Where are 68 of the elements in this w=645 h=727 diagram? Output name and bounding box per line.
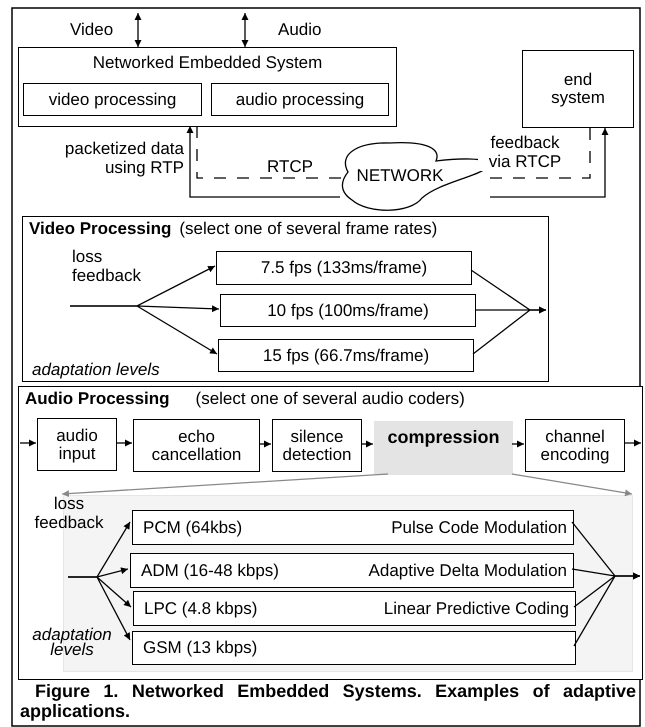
text-label: Video bbox=[70, 21, 114, 40]
system-box bbox=[18, 47, 397, 127]
panel-heading: Video Processing bbox=[29, 219, 172, 238]
node-label: PCM (64kbs) bbox=[143, 518, 242, 536]
arrow bbox=[134, 13, 142, 47]
process-box bbox=[211, 83, 389, 116]
node-label: silence detection bbox=[282, 428, 352, 464]
node-label: 7.5 fps (133ms/frame) bbox=[260, 259, 428, 277]
panel bbox=[22, 216, 549, 382]
arrow bbox=[242, 13, 248, 47]
node-label: echo cancellation bbox=[150, 428, 242, 464]
panel-heading: Audio Processing bbox=[25, 389, 170, 408]
node-label: Pulse Code Modulation bbox=[391, 518, 567, 536]
node-label: end system bbox=[550, 71, 606, 107]
node-label: LPC (4.8 kbps) bbox=[144, 600, 258, 618]
system-box bbox=[522, 50, 634, 128]
dashed-connector bbox=[196, 127, 341, 179]
panel-note: (select one of several frame rates) bbox=[179, 219, 438, 238]
option-box bbox=[218, 339, 474, 372]
text-label: Audio bbox=[278, 21, 322, 40]
arrow bbox=[70, 305, 218, 355]
option-box bbox=[133, 591, 576, 626]
figure-caption: Figure 1. Networked Embedded Systems. Examples of adaptive applications. bbox=[20, 681, 636, 722]
node-label: video processing bbox=[48, 90, 176, 108]
process-box bbox=[525, 419, 625, 472]
arrow bbox=[20, 440, 36, 446]
text-label: loss feedback bbox=[72, 248, 142, 286]
text-label: loss feedback bbox=[34, 495, 104, 532]
node-label: NETWORK bbox=[356, 166, 444, 185]
arrow bbox=[361, 440, 373, 448]
text-label: packetized data using RTP bbox=[64, 140, 184, 178]
panel-note: (select one of several audio coders) bbox=[196, 389, 465, 408]
node-label: channel encoding bbox=[539, 428, 610, 464]
node-label: 10 fps (100ms/frame) bbox=[267, 302, 429, 320]
process-box bbox=[272, 419, 362, 472]
text-label: adaptation levels bbox=[31, 627, 113, 658]
node-label: Linear Predictive Coding bbox=[384, 600, 569, 618]
node-label: audio input bbox=[55, 426, 99, 462]
node-label: GSM (13 kbps) bbox=[143, 639, 258, 657]
process-box bbox=[23, 83, 202, 116]
highlight-box bbox=[374, 421, 513, 475]
node-label: compression bbox=[387, 427, 500, 447]
node-label: audio processing bbox=[236, 90, 364, 108]
text-label: adaptation levels bbox=[32, 361, 161, 380]
node-label: Networked Embedded System bbox=[92, 53, 324, 73]
arrow bbox=[116, 440, 132, 446]
option-box bbox=[132, 510, 574, 545]
option-box bbox=[216, 251, 472, 285]
arrow bbox=[512, 440, 524, 448]
arrow bbox=[573, 572, 640, 646]
process-box bbox=[37, 418, 117, 471]
node-label: Adaptive Delta Modulation bbox=[368, 562, 567, 580]
option-box bbox=[130, 553, 574, 588]
process-box bbox=[133, 419, 260, 472]
panel bbox=[18, 386, 643, 680]
arrow bbox=[490, 128, 608, 198]
option-box bbox=[132, 631, 576, 665]
dashed-connector bbox=[490, 128, 591, 179]
arrow bbox=[512, 473, 632, 496]
node-label: 15 fps (66.7ms/frame) bbox=[262, 346, 430, 364]
arrow bbox=[62, 473, 388, 498]
node-label: ADM (16-48 kbps) bbox=[141, 562, 279, 580]
arrow bbox=[186, 126, 340, 198]
arrow bbox=[68, 576, 131, 640]
arrow bbox=[472, 306, 546, 355]
arrow bbox=[259, 440, 271, 448]
arrow bbox=[624, 440, 641, 446]
option-box bbox=[220, 294, 476, 327]
